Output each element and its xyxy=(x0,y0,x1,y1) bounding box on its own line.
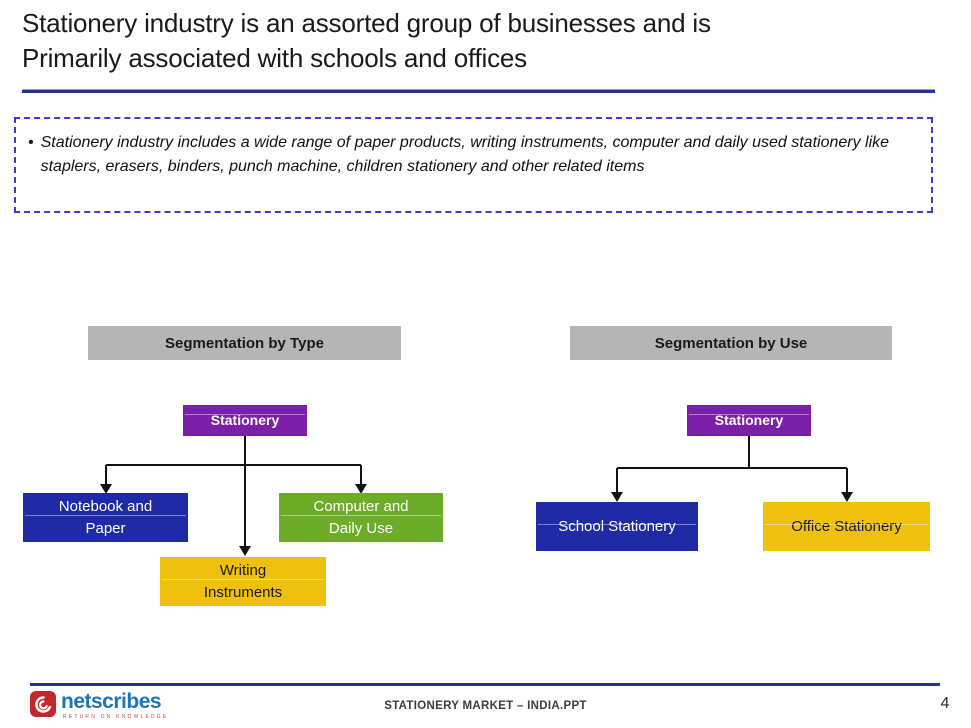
node-notebook-and-paper: Notebook and Paper xyxy=(23,493,188,542)
bullet-marker: • xyxy=(28,134,34,151)
segmentation-by-use-header: Segmentation by Use xyxy=(570,326,892,360)
node-office-stationery: Office Stationery xyxy=(763,502,930,551)
key-message-box: • Stationery industry includes a wide ra… xyxy=(14,117,933,213)
node-computer-and-daily-use: Computer and Daily Use xyxy=(279,493,443,542)
node-school-stationery: School Stationery xyxy=(536,502,698,551)
brand-logo: netscribes RETURN ON KNOWLEDGE xyxy=(30,691,168,720)
node-writing-instruments: Writing Instruments xyxy=(160,557,326,606)
netscribes-logo-icon xyxy=(30,691,56,717)
brand-name: netscribes xyxy=(61,690,162,713)
page-number: 4 xyxy=(940,695,950,712)
key-message-text: Stationery industry includes a wide rang… xyxy=(40,134,890,175)
slide-title: Stationery industry is an assorted group… xyxy=(22,8,711,73)
node-stationery-root-use: Stationery xyxy=(687,405,811,436)
footer-document-label: STATIONERY MARKET – INDIA.PPT xyxy=(384,700,587,712)
footer-divider xyxy=(30,683,940,686)
node-stationery-root-type: Stationery xyxy=(183,405,307,436)
brand-tagline: RETURN ON KNOWLEDGE xyxy=(63,714,169,720)
title-divider xyxy=(22,89,935,93)
segmentation-by-type-header: Segmentation by Type xyxy=(88,326,401,360)
